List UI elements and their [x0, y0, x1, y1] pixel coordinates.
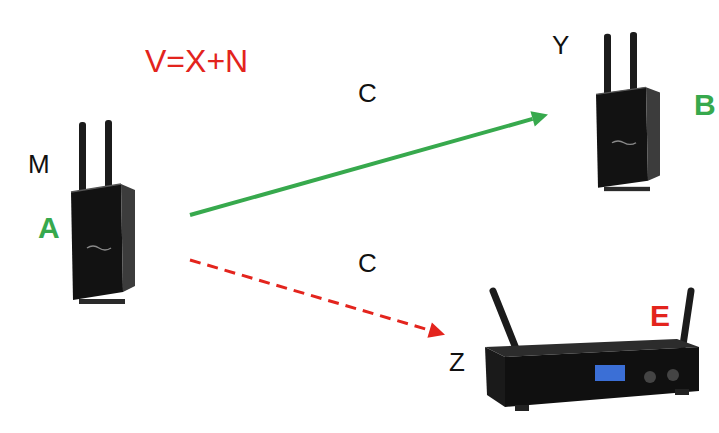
node-label: M: [28, 151, 50, 177]
signal-label: V=X+N: [145, 45, 248, 77]
device-node: YB: [548, 20, 716, 200]
node-name: A: [38, 213, 60, 243]
signal-arrow: [190, 260, 445, 338]
node-label: Y: [552, 32, 569, 58]
device-node: MA: [20, 115, 190, 305]
device-node: ZE: [445, 285, 703, 415]
signal-arrow: [190, 111, 548, 215]
router-illustration: [65, 120, 140, 305]
router-illustration: [590, 32, 665, 192]
node-name: B: [694, 90, 716, 120]
node-name: E: [650, 301, 670, 331]
channel-label: C: [356, 250, 379, 276]
node-label: Z: [449, 349, 465, 375]
channel-label: C: [356, 80, 379, 106]
